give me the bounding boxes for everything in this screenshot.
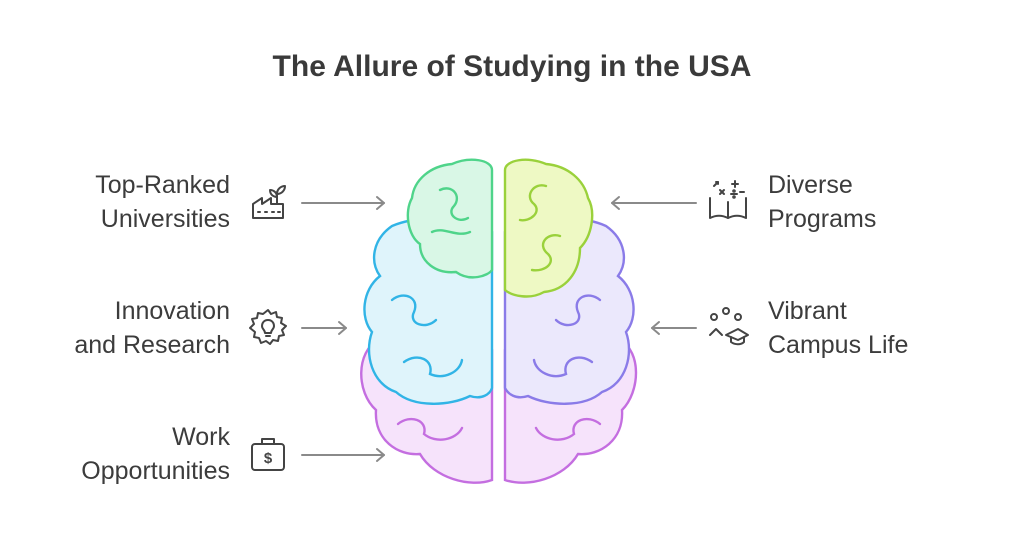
diagram-title: The Allure of Studying in the USA xyxy=(272,50,752,83)
brain-fold-right-front xyxy=(518,184,548,222)
book-math-icon xyxy=(706,178,750,222)
label-line: Opportunities xyxy=(81,457,230,485)
brain-fold-right-middle xyxy=(532,356,594,378)
label-diverse-programs: Diverse Programs xyxy=(768,168,1008,236)
briefcase-dollar-icon: $ xyxy=(246,432,290,476)
brain-lobe-left-front xyxy=(406,158,494,279)
brain-fold-left-rear xyxy=(396,417,464,441)
label-line: Innovation xyxy=(114,297,230,325)
arrow-top-ranked-universities-head xyxy=(376,196,385,210)
arrow-innovation-research-head xyxy=(338,321,347,335)
brain-fold-left-front xyxy=(430,229,472,235)
graduation-people-icon xyxy=(706,305,750,349)
brain-fold-left-front xyxy=(438,187,470,221)
brain-fold-right-middle xyxy=(554,294,602,327)
label-line: and Research xyxy=(74,331,230,359)
label-line: Diverse xyxy=(768,171,853,199)
gear-lightbulb-icon xyxy=(246,306,290,350)
svg-text:$: $ xyxy=(264,450,273,467)
brain-fold-right-rear xyxy=(534,417,602,441)
label-innovation-research: Innovation and Research xyxy=(0,294,230,362)
label-vibrant-campus-life: Vibrant Campus Life xyxy=(768,294,1008,362)
arrow-work-opportunities-head xyxy=(376,448,385,462)
arrow-diverse-programs-head xyxy=(611,196,620,210)
label-line: Programs xyxy=(768,205,877,233)
university-plant-icon xyxy=(246,180,290,224)
label-line: Universities xyxy=(100,205,230,233)
label-top-ranked-universities: Top-Ranked Universities xyxy=(0,168,230,236)
brain-fold-left-middle xyxy=(390,294,438,327)
label-line: Top-Ranked xyxy=(95,171,230,199)
arrow-vibrant-campus-life-head xyxy=(651,321,660,335)
brain-lobe-right-front xyxy=(503,158,594,298)
label-line: Campus Life xyxy=(768,331,909,359)
label-line: Vibrant xyxy=(768,297,847,325)
label-work-opportunities: Work Opportunities xyxy=(0,420,230,488)
brain-fold-right-front xyxy=(530,234,562,272)
brain-fold-left-middle xyxy=(402,356,464,378)
label-line: Work xyxy=(172,423,230,451)
